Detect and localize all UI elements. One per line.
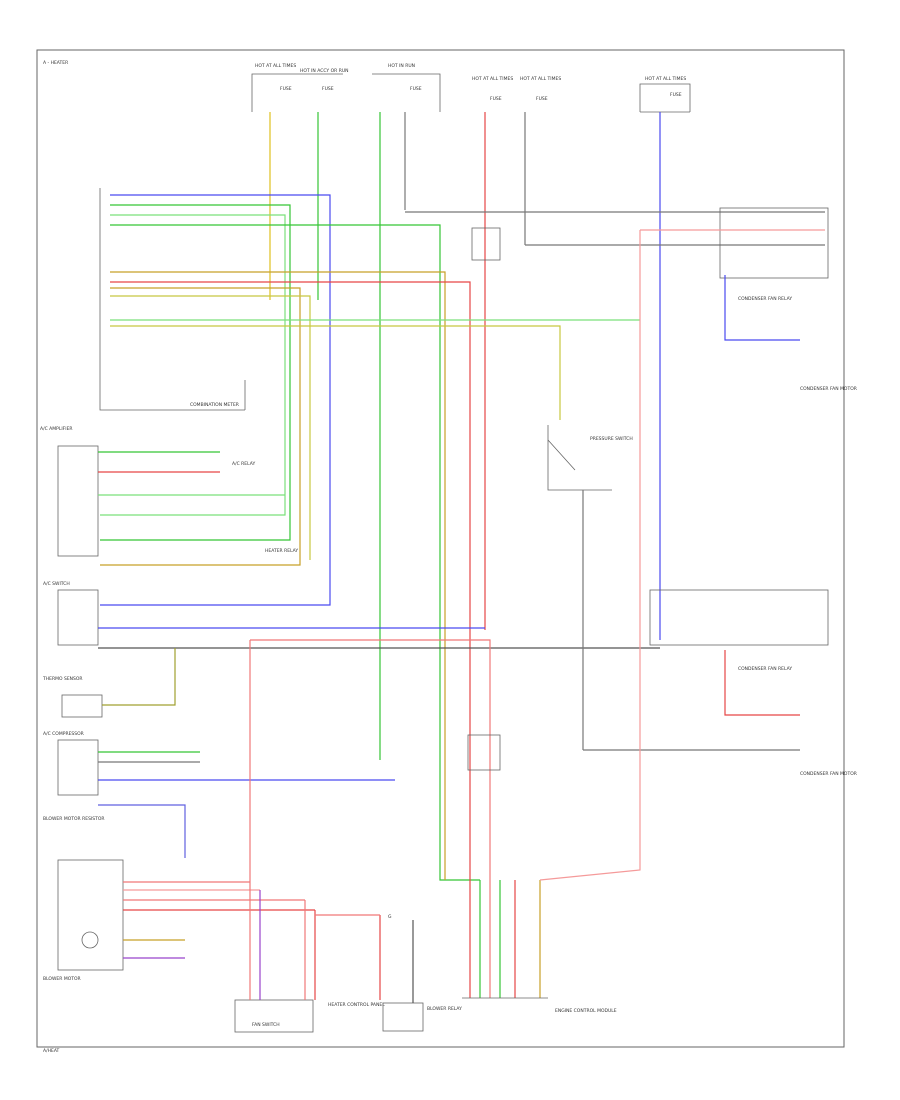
fuse-label-hot-4: HOT AT ALL TIMES (645, 76, 686, 82)
fuse-text-5: FUSE (536, 96, 548, 102)
condenser-fan-relay-label-bottom: CONDENSER FAN RELAY (738, 666, 792, 672)
relay-wires-left (98, 451, 285, 496)
ac-amplifier-label: A/C AMPLIFIER (40, 426, 73, 432)
control-panel-wires (249, 639, 491, 1000)
condenser-fan-relay-top (719, 207, 829, 279)
blower-motor-icon (81, 931, 99, 949)
fuse-text-6: FUSE (670, 92, 682, 98)
ac-compressor-box (57, 739, 99, 796)
footer-label: A/HEAT (43, 1048, 60, 1054)
fuse-feeds (269, 112, 825, 760)
blower-motor-resistor-label: BLOWER MOTOR RESISTOR (43, 816, 105, 822)
condenser-fan-motor-label-bottom: CONDENSER FAN MOTOR (800, 771, 857, 777)
ac-relay-label: A/C RELAY (232, 461, 255, 467)
heater-control-panel-box (234, 999, 314, 1033)
pressure-switch-label: PRESSURE SWITCH (590, 436, 633, 442)
ac-compressor-label: A/C COMPRESSOR (43, 731, 84, 737)
fuse-label-hot-3: HOT AT ALL TIMES (520, 76, 561, 82)
blower-motor-box (57, 859, 124, 971)
blower-relay-box (382, 1002, 424, 1032)
combination-meter-label: COMBINATION METER (190, 402, 239, 408)
fuse-label-hot-1: HOT AT ALL TIMES (255, 63, 296, 69)
fuse-text-4: FUSE (490, 96, 502, 102)
fan-switch-label: FAN SWITCH (252, 1022, 280, 1028)
ac-relay-middle-box (471, 227, 501, 261)
compressor-wires (98, 751, 395, 858)
ac-switch-wires (98, 627, 660, 649)
thermo-sensor-label: THERMO SENSOR (42, 676, 83, 682)
fuse-box-1 (251, 73, 691, 113)
ground-label: G (388, 914, 392, 920)
blower-motor-label: BLOWER MOTOR (43, 976, 81, 982)
fuse-label-run: HOT IN RUN (388, 63, 415, 69)
amplifier-bus-wires (100, 194, 640, 881)
ecm-label: ENGINE CONTROL MODULE (555, 1008, 617, 1014)
fuse-text-2: FUSE (322, 86, 334, 92)
ac-switch-label: A/C SWITCH (43, 581, 70, 587)
condenser-fan-relay-label-top: CONDENSER FAN RELAY (738, 296, 792, 302)
fuse-label-accy: HOT IN ACCY OR RUN (300, 68, 349, 74)
heater-relay-middle-box (467, 734, 501, 771)
fuse-text-3: FUSE (410, 86, 422, 92)
condenser-fan-relay-bottom (649, 589, 829, 646)
blower-relay-label: BLOWER RELAY (427, 1006, 462, 1012)
thermo-sensor-box (61, 694, 103, 718)
ecm-wires (469, 640, 641, 998)
fuse-label-hot-2: HOT AT ALL TIMES (472, 76, 513, 82)
heater-control-panel-label: HEATER CONTROL PANEL (328, 1002, 385, 1008)
ac-amplifier-connector (99, 188, 246, 411)
fuse-text-1: FUSE (280, 86, 292, 92)
pressure-switch (547, 425, 612, 491)
corner-label: A - HEATER (43, 60, 68, 66)
condenser-relay-wires (639, 229, 825, 640)
condenser-bottom-wires (583, 650, 800, 751)
heater-relay-label: HEATER RELAY (265, 548, 298, 554)
condenser-fan-motor-label-top: CONDENSER FAN MOTOR (800, 386, 857, 392)
blower-wires (123, 881, 315, 959)
ac-relay-box (57, 445, 99, 557)
diagram-frame (36, 49, 845, 1048)
thermo-sensor-wire (102, 648, 176, 706)
ac-switch-box (57, 589, 99, 646)
